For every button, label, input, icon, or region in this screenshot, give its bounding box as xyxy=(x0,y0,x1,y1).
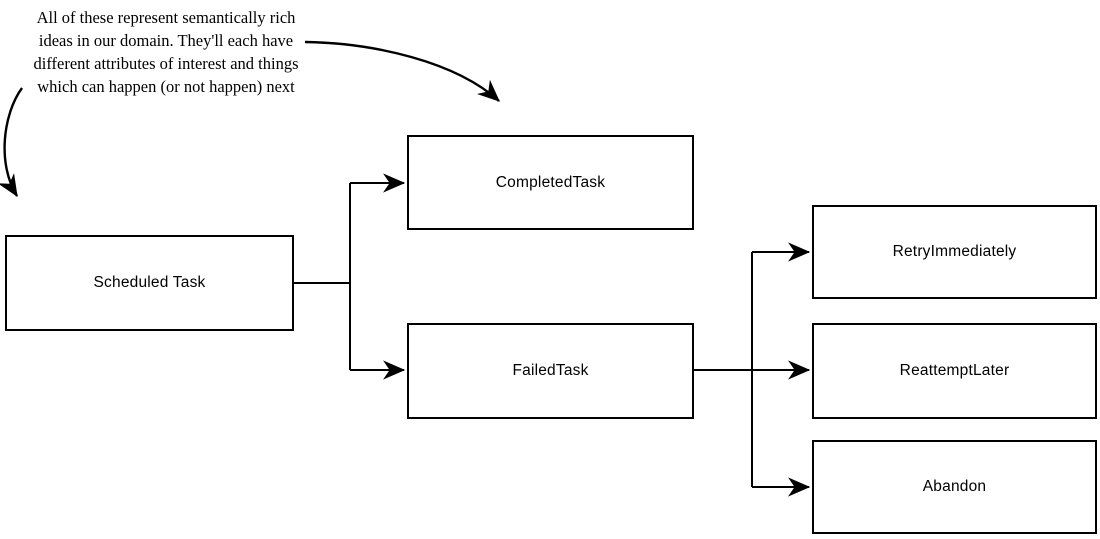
node-label: FailedTask xyxy=(512,362,589,379)
annotation-arrow-to-scheduled xyxy=(0,87,23,198)
node-label: RetryImmediately xyxy=(892,243,1017,260)
node-scheduled-task[interactable]: Scheduled Task xyxy=(5,235,294,331)
annotation-line: which can happen (or not happen) next xyxy=(37,77,295,96)
node-abandon[interactable]: Abandon xyxy=(812,440,1097,534)
annotation-note: All of these represent semantically rich… xyxy=(18,6,314,98)
annotation-arrow-to-completed xyxy=(304,40,500,102)
annotation-line: different attributes of interest and thi… xyxy=(33,54,299,73)
node-label: Abandon xyxy=(922,478,987,495)
node-label: Scheduled Task xyxy=(93,274,206,291)
annotation-line: All of these represent semantically rich xyxy=(36,8,296,27)
annotation-line: ideas in our domain. They'll each have xyxy=(38,31,294,50)
node-reattempt-later[interactable]: ReattemptLater xyxy=(812,323,1097,419)
node-label: ReattemptLater xyxy=(899,362,1010,379)
node-retry-immediately[interactable]: RetryImmediately xyxy=(812,205,1097,299)
node-completed-task[interactable]: CompletedTask xyxy=(407,135,694,230)
node-label: CompletedTask xyxy=(495,173,606,191)
node-failed-task[interactable]: FailedTask xyxy=(407,323,694,419)
